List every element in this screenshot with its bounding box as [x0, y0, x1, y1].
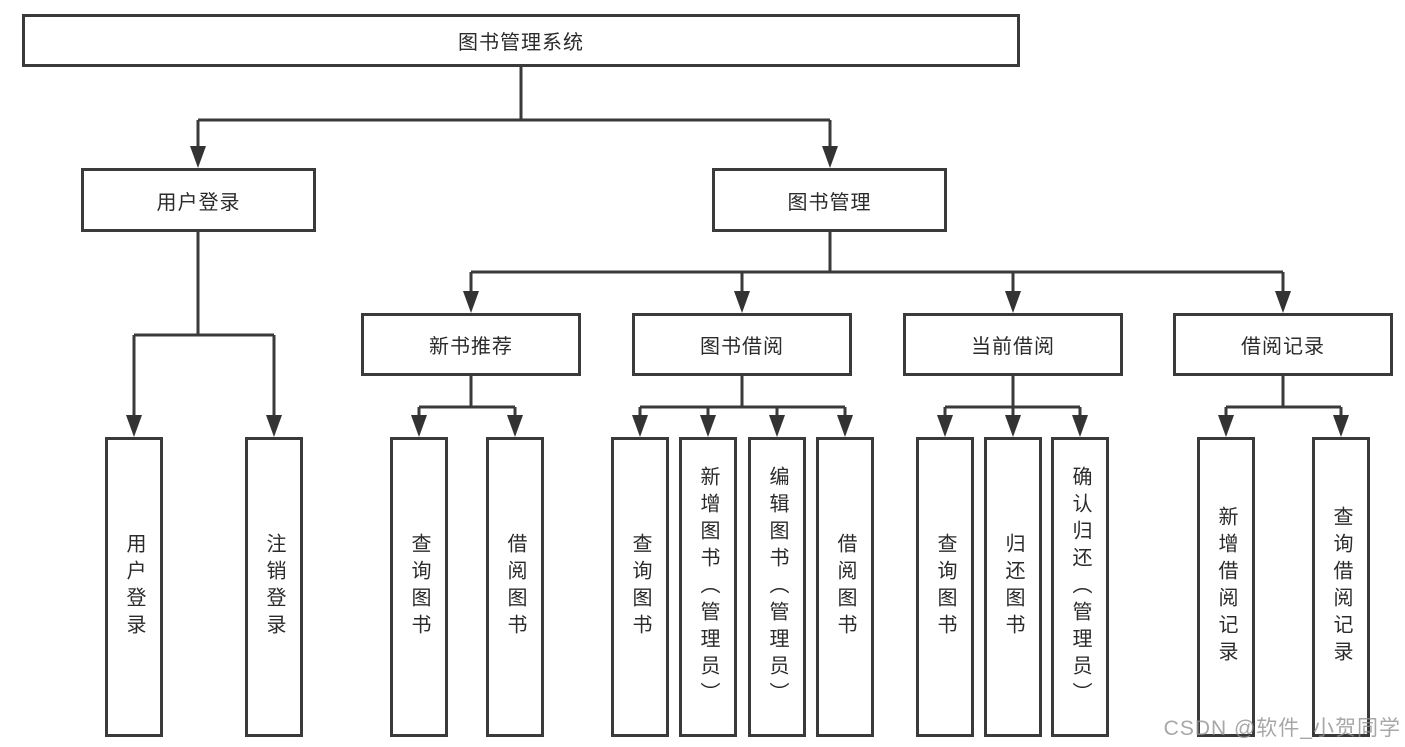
edge-bookmgmt-to-level3	[469, 232, 1285, 295]
leaf-label: 归还图书	[1002, 533, 1024, 641]
arrowhead	[411, 415, 427, 437]
leaf-user-login: 用户登录	[105, 437, 163, 737]
edge-bookborrow-to-leaves	[638, 376, 847, 419]
leaf-label: 用户登录	[123, 533, 145, 641]
watermark: CSDN @软件_小贺同学	[1163, 717, 1401, 740]
leaf-confirm-return-admin: 确认归还（管理员）	[1051, 437, 1109, 737]
arrowhead	[632, 415, 648, 437]
leaf-add-book-admin: 新增图书（管理员）	[679, 437, 737, 737]
arrowhead	[126, 415, 142, 437]
leaf-logout: 注销登录	[245, 437, 303, 737]
leaf-borrow-books: 借阅图书	[816, 437, 874, 737]
arrowhead	[1333, 415, 1349, 437]
leaf-label: 确认归还（管理员）	[1069, 465, 1091, 709]
leaf-label: 新增借阅记录	[1215, 506, 1237, 668]
leaf-query-books-recommend: 查询图书	[390, 437, 448, 737]
leaf-borrow-books-recommend: 借阅图书	[486, 437, 544, 737]
arrowhead	[837, 415, 853, 437]
node-current-borrowing: 当前借阅	[903, 313, 1123, 376]
arrowhead	[190, 146, 206, 168]
leaf-label: 借阅图书	[834, 533, 856, 641]
leaf-label: 编辑图书（管理员）	[766, 465, 788, 709]
arrowhead	[937, 415, 953, 437]
edge-currentborrow-to-leaves	[943, 376, 1082, 419]
node-new-book-recommend: 新书推荐	[361, 313, 581, 376]
arrowhead	[266, 415, 282, 437]
leaf-label: 借阅图书	[504, 533, 526, 641]
leaf-return-book: 归还图书	[984, 437, 1042, 737]
arrowhead	[1218, 415, 1234, 437]
arrowhead	[463, 291, 479, 313]
leaf-label: 注销登录	[263, 533, 285, 641]
node-book-borrowing: 图书借阅	[632, 313, 852, 376]
arrowhead	[1005, 291, 1021, 313]
leaf-add-borrow-record: 新增借阅记录	[1197, 437, 1255, 737]
leaf-label: 查询图书	[934, 533, 956, 641]
edge-userlogin-to-leaves	[132, 232, 276, 419]
edge-records-to-leaves	[1224, 376, 1343, 419]
arrowhead	[769, 415, 785, 437]
node-book-management: 图书管理	[712, 168, 947, 232]
leaf-label: 新增图书（管理员）	[697, 465, 719, 709]
node-borrowing-records: 借阅记录	[1173, 313, 1393, 376]
leaf-edit-book-admin: 编辑图书（管理员）	[748, 437, 806, 737]
arrowhead	[734, 291, 750, 313]
arrowhead	[700, 415, 716, 437]
edge-newbook-to-leaves	[417, 376, 517, 419]
leaf-query-borrow-record: 查询借阅记录	[1312, 437, 1370, 737]
node-library-system: 图书管理系统	[22, 14, 1020, 67]
arrowheads	[126, 146, 1349, 437]
leaf-label: 查询借阅记录	[1330, 506, 1352, 668]
arrowhead	[1072, 415, 1088, 437]
node-user-login: 用户登录	[81, 168, 316, 232]
arrowhead	[822, 146, 838, 168]
arrowhead	[507, 415, 523, 437]
arrowhead	[1275, 291, 1291, 313]
edge-root-to-level2	[196, 67, 832, 150]
leaf-query-books-current: 查询图书	[916, 437, 974, 737]
leaf-query-books-borrow: 查询图书	[611, 437, 669, 737]
leaf-label: 查询图书	[629, 533, 651, 641]
leaf-label: 查询图书	[408, 533, 430, 641]
arrowhead	[1005, 415, 1021, 437]
